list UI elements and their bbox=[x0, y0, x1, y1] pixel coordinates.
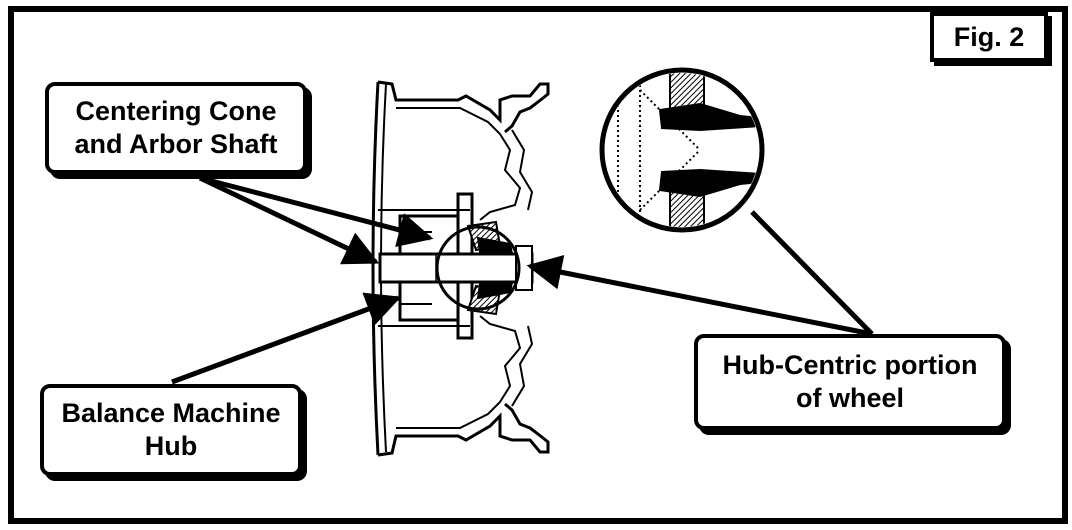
arbor-shaft bbox=[378, 245, 534, 291]
callout-centering-cone-line2: and Arbor Shaft bbox=[74, 129, 278, 159]
detail-circle-small bbox=[435, 225, 521, 311]
callout-hub-centric-line1: Hub-Centric portion bbox=[722, 350, 978, 380]
figure-frame bbox=[8, 6, 1068, 524]
callout-balance-hub-line2: Hub bbox=[144, 431, 198, 461]
leader-hub-centric-magnified bbox=[750, 210, 874, 336]
callout-centering-cone: Centering Cone and Arbor Shaft bbox=[45, 82, 307, 174]
callout-centering-cone-line1: Centering Cone bbox=[75, 96, 277, 126]
callout-hub-centric-line2: of wheel bbox=[795, 383, 904, 413]
leader-arbor-shaft bbox=[198, 175, 380, 265]
leader-centering-cone bbox=[199, 175, 434, 247]
callout-hub-centric-portion: Hub-Centric portion of wheel bbox=[694, 334, 1006, 430]
callout-balance-hub-line1: Balance Machine bbox=[61, 398, 281, 428]
figure-number-label: Fig. 2 bbox=[930, 12, 1048, 62]
magnified-detail bbox=[599, 67, 765, 233]
wheel-rim bbox=[371, 80, 550, 457]
leader-lines bbox=[171, 175, 874, 385]
leader-balance-hub bbox=[171, 292, 402, 385]
callout-balance-machine-hub: Balance Machine Hub bbox=[40, 384, 302, 476]
leader-hub-centric-small bbox=[526, 254, 873, 337]
